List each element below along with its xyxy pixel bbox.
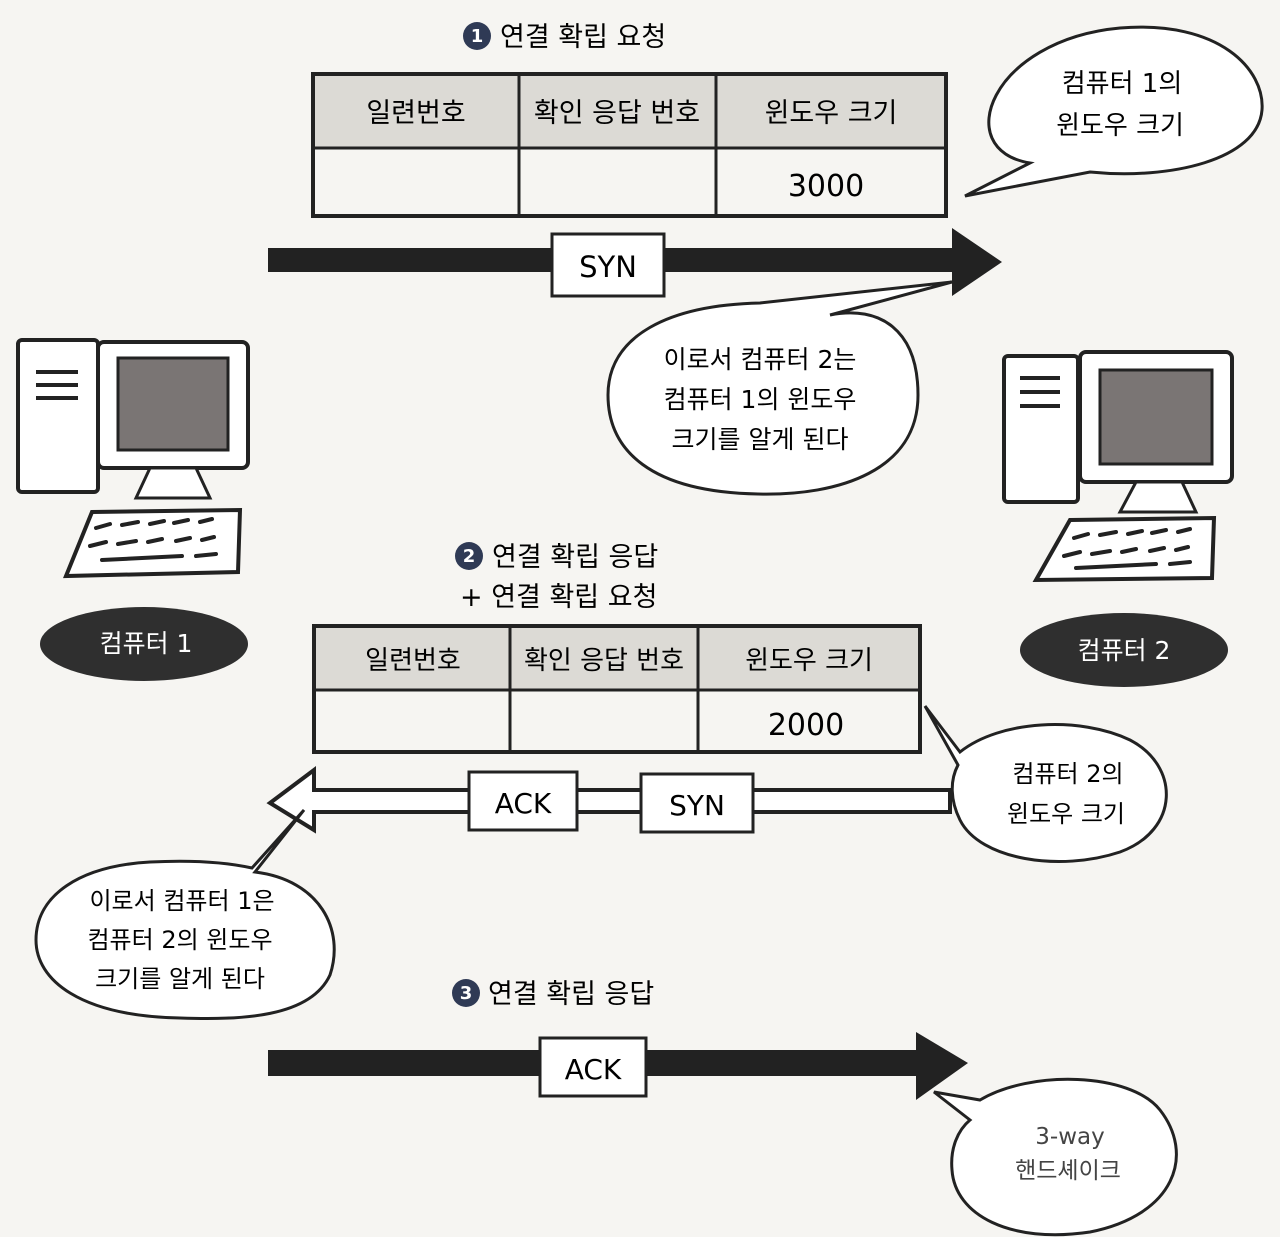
- step-number: 3: [460, 983, 473, 1004]
- packet-box: [550, 232, 666, 298]
- header-cell-bg: [698, 626, 920, 690]
- bubble-text: 윈도우 크기: [1056, 111, 1184, 141]
- column-header: 확인 응답 번호: [534, 98, 700, 129]
- column-header: 확인 응답 번호: [524, 646, 684, 676]
- window-size-value: 3000: [788, 169, 864, 204]
- bubble-shape: [933, 1077, 1178, 1237]
- speech-bubble-window-size-1: 컴퓨터 1의 윈도우 크기: [964, 25, 1264, 198]
- computer-1: 컴퓨터 1: [16, 338, 250, 681]
- computer-label-pill: [1020, 613, 1228, 687]
- syn-arrow: SYN: [268, 228, 1002, 298]
- bubble-text: 크기를 알게 된다: [672, 425, 849, 454]
- column-header: 윈도우 크기: [745, 646, 873, 676]
- bubble-text: 크기를 알게 된다: [95, 965, 265, 993]
- computer-label: 컴퓨터 2: [1078, 636, 1171, 665]
- step-title-text: 연결 확립 응답: [488, 979, 654, 1010]
- speech-bubble-learn-2: 이로서 컴퓨터 2는 컴퓨터 1의 윈도우 크기를 알게 된다: [606, 280, 953, 496]
- packet-box: [639, 772, 755, 834]
- window-size-value: 2000: [768, 708, 844, 743]
- column-header: 윈도우 크기: [765, 98, 898, 129]
- bubble-text: 윈도우 크기: [1007, 800, 1125, 828]
- desktop-computer-icon: [16, 338, 250, 579]
- packet-label-ack: ACK: [495, 787, 552, 820]
- bubble-text: 이로서 컴퓨터 2는: [664, 345, 857, 374]
- packet-label-syn: SYN: [669, 789, 725, 822]
- arrow-head: [952, 228, 1002, 296]
- step-3-title: 3 연결 확립 응답: [452, 979, 654, 1010]
- bubble-shape: [964, 25, 1264, 198]
- bubble-text: 컴퓨터 2의 윈도우: [87, 926, 272, 954]
- bubble-shape: [923, 705, 1168, 863]
- column-header: 일련번호: [365, 646, 461, 676]
- step-badge: [455, 542, 483, 570]
- ack-syn-arrow: ACK SYN: [266, 766, 952, 834]
- step-number: 1: [471, 26, 484, 47]
- step-2-title: 2 연결 확립 응답 + 연결 확립 요청: [455, 542, 658, 613]
- tcp-header-table-2: 일련번호 확인 응답 번호 윈도우 크기 2000: [312, 624, 922, 754]
- bubble-text: 컴퓨터 2의: [1012, 760, 1123, 788]
- bubble-shape: [34, 808, 336, 1021]
- step-badge: [463, 22, 491, 50]
- computer-2: 컴퓨터 2: [1002, 350, 1234, 687]
- bubble-text: 이로서 컴퓨터 1은: [89, 887, 274, 915]
- step-badge: [452, 979, 480, 1007]
- header-cell-bg: [716, 74, 946, 148]
- ack-arrow: ACK: [268, 1032, 968, 1100]
- table-border: [311, 72, 948, 218]
- speech-bubble-learn-1: 이로서 컴퓨터 1은 컴퓨터 2의 윈도우 크기를 알게 된다: [34, 808, 336, 1021]
- speech-bubble-handshake: 3-way 핸드셰이크: [933, 1077, 1178, 1237]
- arrow-head: [916, 1032, 968, 1100]
- column-header: 일련번호: [366, 98, 465, 129]
- computer-label-pill: [40, 607, 248, 681]
- header-cell-bg: [519, 74, 716, 148]
- header-cell-bg: [510, 626, 698, 690]
- computer-label: 컴퓨터 1: [100, 629, 193, 658]
- tcp-header-table-1: 일련번호 확인 응답 번호 윈도우 크기 3000: [311, 72, 948, 218]
- packet-box: [467, 770, 579, 832]
- header-cell-bg: [314, 626, 510, 690]
- packet-label-ack: ACK: [565, 1053, 622, 1086]
- step-1-title: 1 연결 확립 요청: [463, 22, 666, 53]
- step-number: 2: [463, 546, 476, 567]
- bubble-text: 핸드셰이크: [1015, 1158, 1121, 1184]
- speech-bubble-window-size-2: 컴퓨터 2의 윈도우 크기: [923, 705, 1168, 863]
- header-cell-bg: [313, 74, 519, 148]
- desktop-computer-icon: [1002, 350, 1234, 583]
- hollow-arrow: [266, 766, 952, 834]
- step-title-line2: + 연결 확립 요청: [460, 582, 657, 613]
- bubble-text: 컴퓨터 1의: [1062, 69, 1183, 99]
- step-title-text: 연결 확립 요청: [500, 22, 666, 53]
- step-title-text: 연결 확립 응답: [492, 542, 658, 573]
- bubble-shape: [606, 280, 953, 496]
- packet-box: [538, 1036, 648, 1098]
- bubble-text: 3-way: [1035, 1124, 1104, 1150]
- packet-label-syn: SYN: [579, 250, 637, 284]
- bubble-text: 컴퓨터 1의 윈도우: [664, 385, 857, 414]
